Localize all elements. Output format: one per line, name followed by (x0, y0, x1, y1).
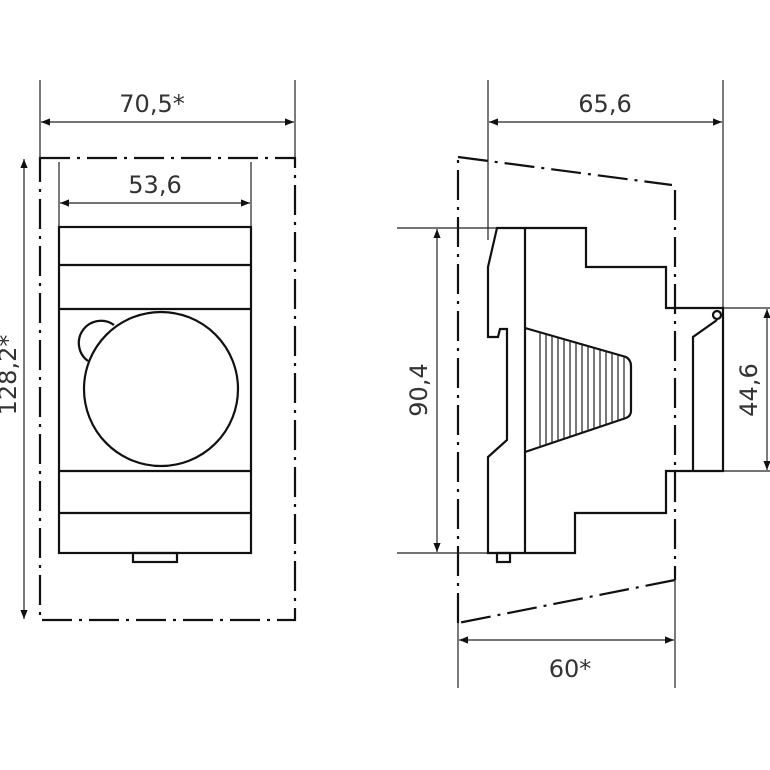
device-front (57, 225, 253, 555)
dial (82, 310, 240, 468)
side-view: 65,6 90,4 44,6 60* (397, 80, 770, 688)
dimension-label-depth-overall: 65,6 (578, 90, 631, 118)
device-profile (486, 226, 725, 555)
bottom-tab (131, 551, 179, 564)
front-view: 70,5* 53,6 128,2* (0, 80, 297, 622)
hinge (711, 309, 723, 321)
clearance-outline (456, 155, 677, 625)
dimension-label-height-device: 90,4 (405, 363, 433, 416)
dimension-label-depth-mount: 60* (549, 655, 592, 683)
front-cover (691, 319, 718, 471)
dimension-label-height-front: 44,6 (735, 363, 763, 416)
clearance-outline (38, 156, 297, 622)
rib-hatching (539, 332, 625, 447)
dimension-label-height-overall: 128,2* (0, 335, 22, 416)
dimension-label-width-overall: 70,5* (119, 90, 184, 118)
small-knob (77, 319, 115, 362)
ribbed-section (524, 326, 633, 454)
dimension-label-width-device: 53,6 (128, 171, 181, 199)
bottom-tab (495, 551, 512, 564)
